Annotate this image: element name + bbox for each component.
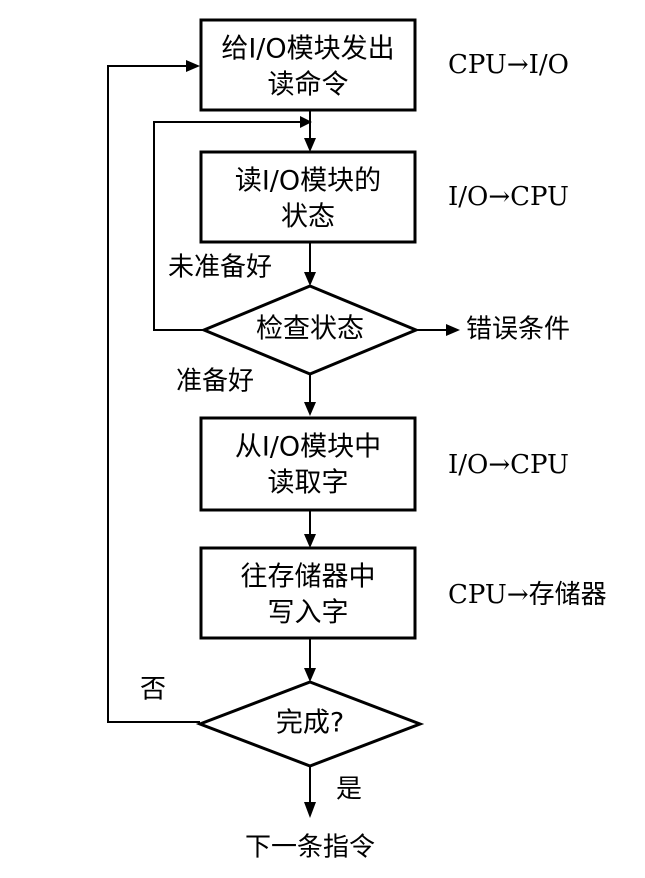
annotation-io-to-cpu-status: I/O→CPU: [448, 182, 569, 212]
arrowhead-into-check: [304, 272, 316, 286]
arrowhead-into-read-status: [304, 138, 316, 152]
decision-label: 检查状态: [256, 314, 364, 345]
process-box: [199, 150, 417, 244]
arrowhead-into-next: [304, 802, 316, 818]
process-line2: 读命令: [268, 70, 349, 101]
annotation-cpu-to-io: CPU→I/O: [448, 50, 569, 80]
process-box: [199, 416, 417, 512]
process-line1: 给I/O模块发出: [221, 34, 394, 65]
process-line1: 读I/O模块的: [235, 166, 381, 197]
arrowhead-no-return: [186, 60, 200, 72]
arrowhead-into-done: [304, 668, 316, 682]
decision-diamond: [195, 680, 425, 768]
process-read-status: 读I/O模块的 状态: [199, 150, 417, 244]
process-line2: 状态: [281, 202, 335, 233]
decision-label: 完成?: [276, 708, 344, 739]
next-instruction-label: 下一条指令: [245, 833, 375, 863]
annotation-cpu-to-memory: CPU→存储器: [448, 580, 607, 610]
decision-done: 完成?: [195, 680, 425, 768]
process-send-read-command: 给I/O模块发出 读命令: [199, 18, 417, 112]
arrowhead-into-write: [304, 534, 316, 548]
edge-no-loop: [107, 65, 200, 723]
edge-label-no: 否: [140, 675, 166, 705]
process-line2: 读取字: [268, 468, 349, 499]
annotation-io-to-cpu-word: I/O→CPU: [448, 450, 569, 480]
connectors: [107, 65, 452, 808]
decision-diamond: [200, 284, 420, 376]
arrowhead-not-ready-return: [300, 116, 312, 128]
process-line2: 写入字: [268, 598, 349, 629]
edge-label-ready: 准备好: [176, 367, 254, 397]
edge-label-yes: 是: [336, 775, 362, 805]
decision-check-status: 检查状态: [200, 284, 420, 376]
edge-label-not-ready: 未准备好: [168, 253, 272, 283]
process-box: [199, 546, 417, 640]
process-read-word: 从I/O模块中 读取字: [199, 416, 417, 512]
arrowheads: [186, 60, 460, 818]
process-line1: 往存储器中: [241, 562, 376, 593]
error-condition-label: 错误条件: [466, 315, 570, 345]
process-line1: 从I/O模块中: [235, 432, 381, 463]
edge-not-ready-loop: [153, 121, 302, 331]
process-write-word: 往存储器中 写入字: [199, 546, 417, 640]
process-box: [199, 18, 417, 112]
arrowhead-into-error: [446, 324, 460, 336]
arrowhead-into-read-word: [304, 402, 316, 416]
